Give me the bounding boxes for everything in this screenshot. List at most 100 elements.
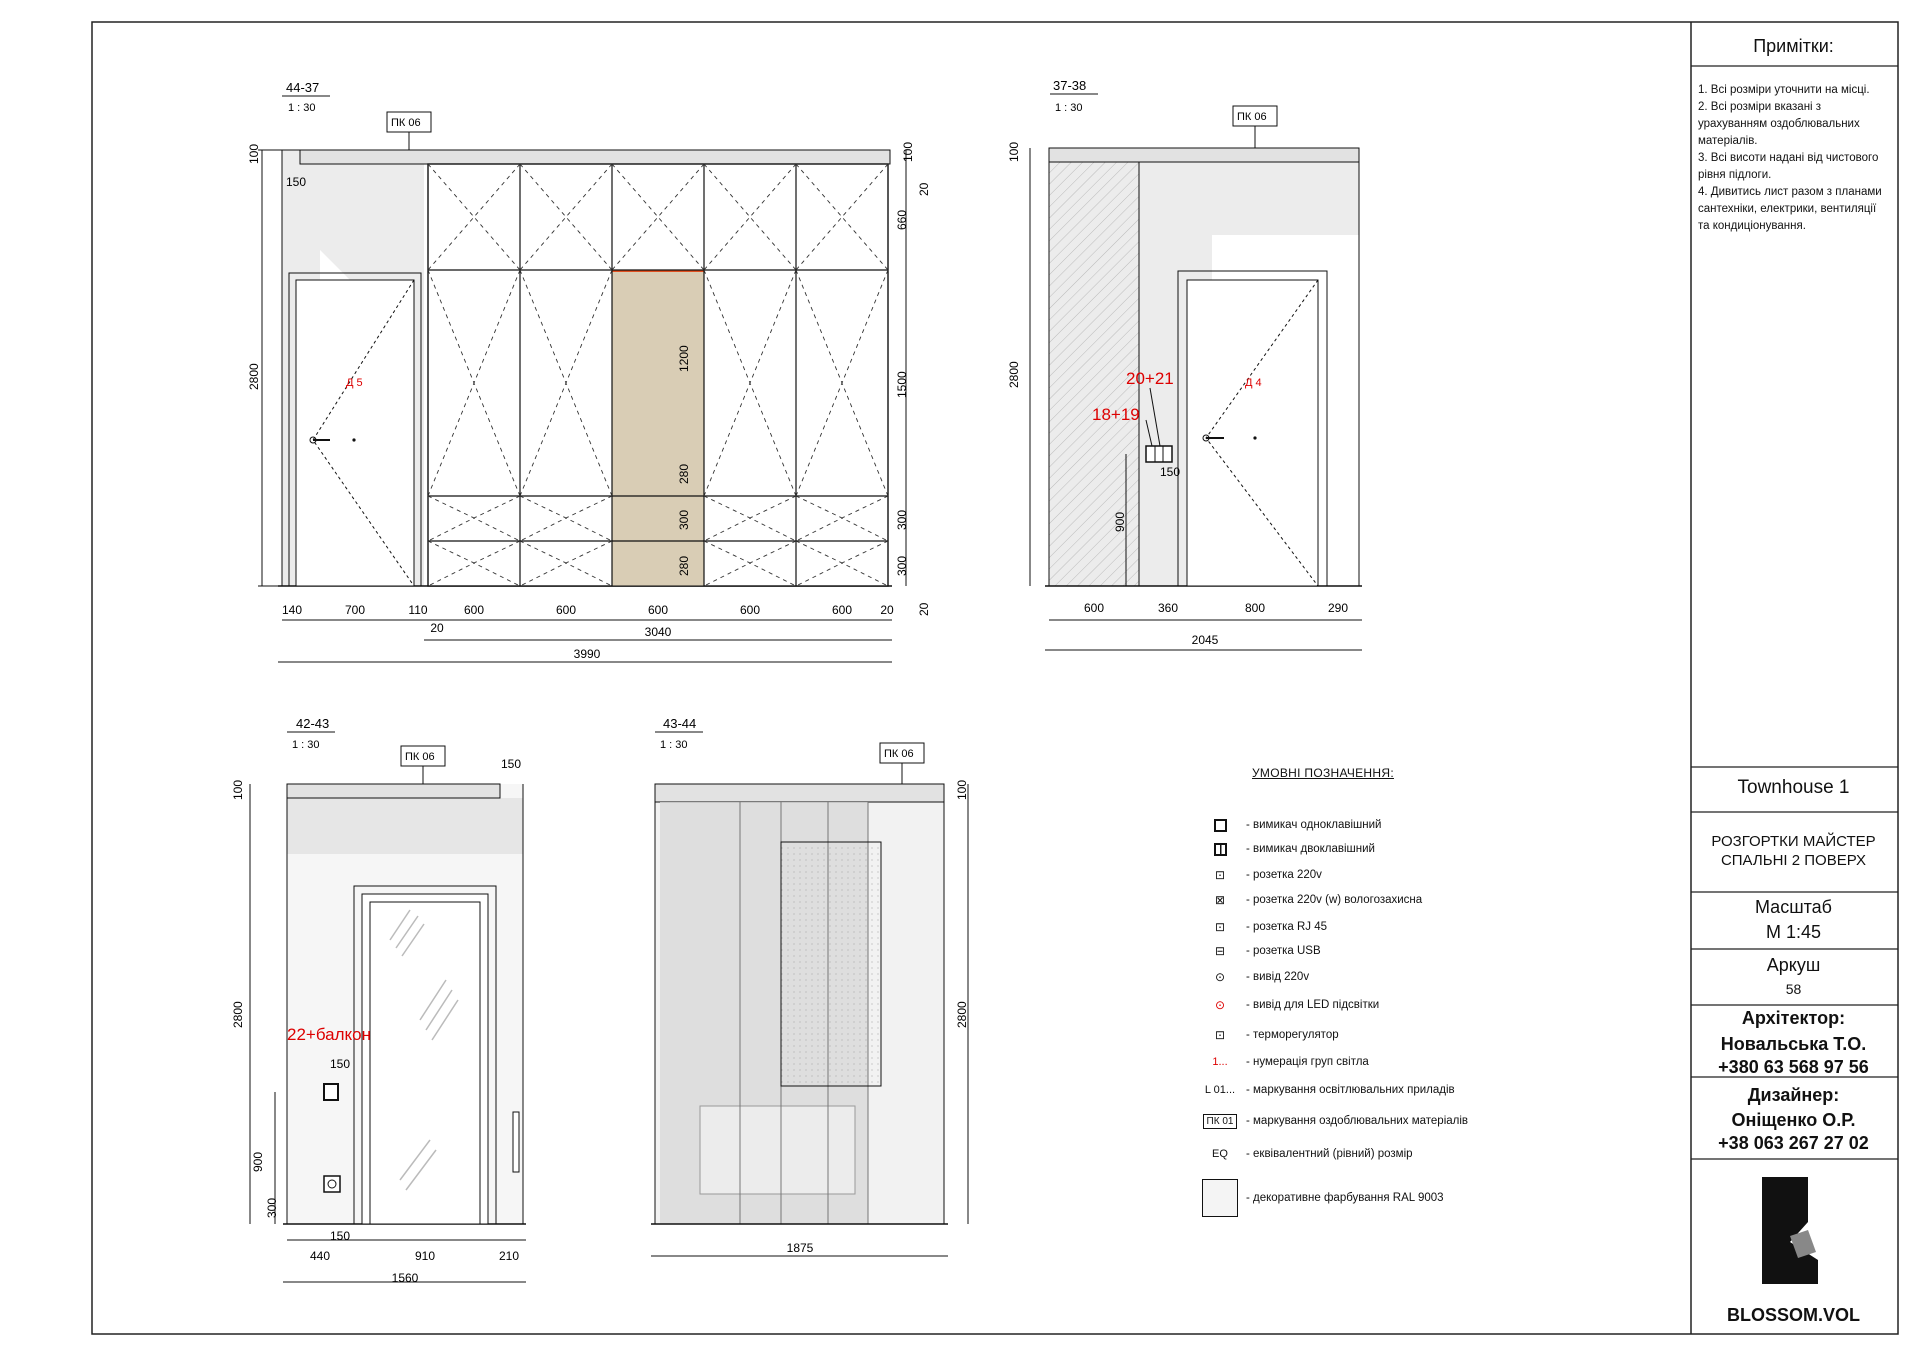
note-item: 1. Всі розміри уточнити на місці.	[1698, 84, 1870, 96]
dims-bottom: 140 700 110 600 600 600 600 600 20 20 30…	[282, 603, 894, 661]
legend-item: ПК 01 - маркування оздоблювальних матері…	[1200, 1110, 1468, 1132]
hatched-wall	[1049, 162, 1139, 586]
legend-title: УМОВНІ ПОЗНАЧЕННЯ:	[1252, 766, 1394, 780]
architect-name: Новальська Т.О.	[1720, 1034, 1867, 1054]
lighting-mark-symbol: L 01...	[1204, 1084, 1236, 1096]
designer-name: Оніщенко О.Р.	[1731, 1110, 1856, 1130]
svg-text:600: 600	[464, 603, 484, 617]
svg-text:150: 150	[330, 1229, 350, 1243]
svg-text:100: 100	[955, 780, 969, 800]
svg-text:2800: 2800	[231, 1001, 245, 1028]
switch-1-icon	[1200, 818, 1240, 832]
svg-text:600: 600	[832, 603, 852, 617]
svg-text:600: 600	[556, 603, 576, 617]
svg-text:1 : 30: 1 : 30	[660, 739, 688, 751]
notes-title: Примітки:	[1753, 36, 1834, 56]
svg-text:360: 360	[1158, 601, 1178, 615]
svg-text:ПК 06: ПК 06	[405, 751, 435, 763]
svg-text:140: 140	[282, 603, 302, 617]
svg-text:300: 300	[895, 556, 909, 576]
group-number-symbol: 1...	[1212, 1056, 1228, 1068]
svg-text:100: 100	[231, 780, 245, 800]
view-label: 44-37	[286, 80, 319, 95]
rj45-icon: ⊡	[1214, 920, 1226, 934]
svg-text:280: 280	[677, 464, 691, 484]
legend-item: - декоративне фарбування RAL 9003	[1200, 1178, 1444, 1218]
svg-text:210: 210	[499, 1249, 519, 1263]
svg-text:20: 20	[880, 603, 894, 617]
eq-symbol: EQ	[1212, 1148, 1228, 1160]
legend-item: - вимикач двоклавішний	[1200, 838, 1375, 860]
switch-2-icon	[1200, 842, 1240, 856]
svg-text:300: 300	[895, 510, 909, 530]
project-name: Townhouse 1	[1737, 777, 1850, 798]
svg-text:900: 900	[1113, 512, 1127, 532]
brand-logo	[1762, 1177, 1818, 1284]
sheet-title-line2: СПАЛЬНІ 2 ПОВЕРХ	[1720, 852, 1867, 869]
elevation-37-38: 37-38 1 : 30 ПК 06 Д 4 20+21 18+19 150	[1007, 78, 1362, 651]
sheet-title-line1: РОЗГОРТКИ МАЙСТЕР	[1711, 833, 1876, 850]
designer-phone: +38 063 267 27 02	[1718, 1133, 1869, 1153]
title-block-lines	[1691, 65, 1898, 1160]
svg-text:440: 440	[310, 1249, 330, 1263]
thermostat-icon: ⊡	[1214, 1028, 1226, 1042]
svg-text:1875: 1875	[787, 1241, 814, 1255]
svg-text:1 : 30: 1 : 30	[292, 739, 320, 751]
svg-text:1500: 1500	[895, 371, 909, 398]
svg-text:280: 280	[677, 556, 691, 576]
svg-text:300: 300	[265, 1198, 279, 1218]
svg-text:20: 20	[430, 621, 444, 635]
svg-text:2045: 2045	[1192, 633, 1219, 647]
svg-text:100: 100	[1007, 142, 1021, 162]
svg-text:1200: 1200	[677, 345, 691, 372]
material-mark-symbol: ПК 01	[1200, 1113, 1240, 1129]
legend-item: EQ - еквівалентний (рівний) розмір	[1200, 1143, 1412, 1165]
outlet-220-icon: ⊙	[1214, 970, 1226, 984]
svg-text:2800: 2800	[955, 1001, 969, 1028]
legend-item: ⊙ - вивід для LED підсвітки	[1200, 994, 1379, 1016]
callout: 20+21	[1126, 369, 1174, 388]
svg-text:900: 900	[251, 1152, 265, 1172]
svg-text:ПК 06: ПК 06	[1237, 111, 1267, 123]
elevation-43-44: 43-44 1 : 30 ПК 06 100 2800 1875	[651, 716, 969, 1257]
dim-left-offset: 150	[286, 175, 306, 189]
scale-value: М 1:45	[1765, 922, 1822, 942]
svg-text:Д 4: Д 4	[1245, 377, 1262, 389]
svg-text:290: 290	[1328, 601, 1348, 615]
view-scale: 1 : 30	[288, 102, 316, 114]
svg-text:600: 600	[648, 603, 668, 617]
dims-right: 100 20 660 1500 300 300 20 1200 280 300 …	[677, 142, 931, 616]
svg-text:150: 150	[1160, 465, 1180, 479]
dim-left-top: 100	[247, 144, 261, 164]
designer-label: Дизайнер:	[1747, 1085, 1840, 1105]
svg-text:ПК 06: ПК 06	[884, 748, 914, 760]
svg-text:150: 150	[330, 1057, 350, 1071]
note-item: 4. Дивитись лист разом з планами сантехн…	[1698, 186, 1882, 232]
sheet-label: Аркуш	[1766, 955, 1821, 975]
door-tag: Д 5	[346, 377, 363, 389]
svg-text:42-43: 42-43	[296, 716, 329, 731]
socket-icon: ⊡	[1214, 868, 1226, 882]
sheet-number: 58	[1785, 981, 1802, 997]
switch-block	[1145, 445, 1173, 463]
material-tag-label: ПК 06	[391, 117, 421, 129]
svg-text:100: 100	[901, 142, 915, 162]
legend-item: ⊡ - розетка 220v	[1200, 864, 1322, 886]
svg-text:700: 700	[345, 603, 365, 617]
svg-text:660: 660	[895, 210, 909, 230]
svg-text:300: 300	[677, 510, 691, 530]
legend-item: ⊠ - розетка 220v (w) вологозахисна	[1200, 889, 1422, 911]
svg-text:20: 20	[917, 182, 931, 196]
svg-text:600: 600	[740, 603, 760, 617]
svg-text:800: 800	[1245, 601, 1265, 615]
svg-text:1560: 1560	[392, 1271, 419, 1285]
brand-name: BLOSSOM.VOL	[1726, 1305, 1860, 1325]
door-leaf	[295, 279, 415, 587]
legend-item: ⊡ - терморегулятор	[1200, 1024, 1339, 1046]
svg-text:20: 20	[917, 602, 931, 616]
led-outlet-icon: ⊙	[1214, 998, 1226, 1012]
ceiling-slab	[299, 149, 891, 165]
svg-text:110: 110	[408, 603, 427, 617]
legend-item: ⊡ - розетка RJ 45	[1200, 916, 1327, 938]
elevation-42-43: 42-43 1 : 30 ПК 06 22+балкон	[231, 716, 526, 1285]
